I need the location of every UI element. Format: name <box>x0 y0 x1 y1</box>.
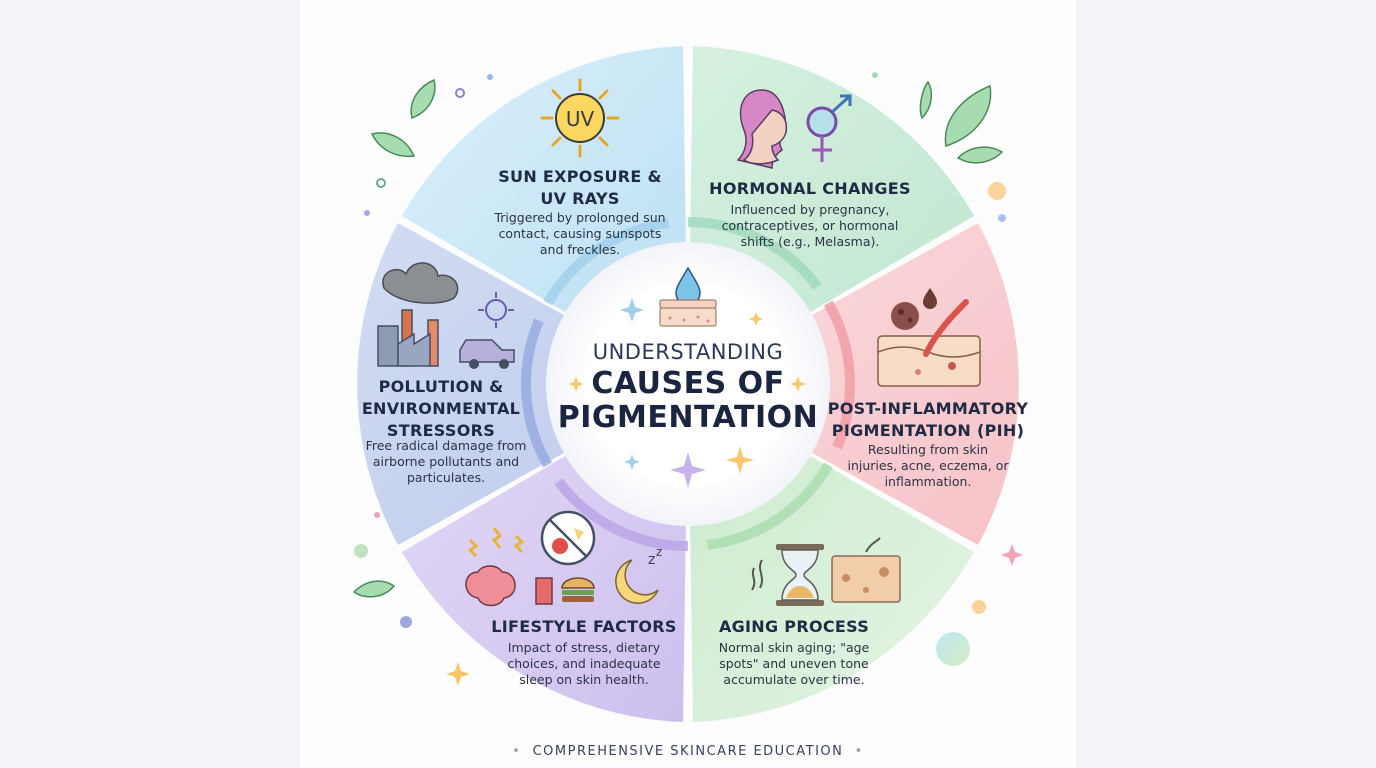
decor-dot <box>972 600 986 614</box>
left-margin <box>0 0 300 768</box>
footer-caption: • COMPREHENSIVE SKINCARE EDUCATION • <box>488 744 888 759</box>
desc-line: Resulting from skin <box>867 442 989 457</box>
desc-line: airborne pollutants and <box>372 454 520 469</box>
svg-text:z: z <box>648 552 655 568</box>
desc-line: contact, causing sunspots <box>498 226 662 241</box>
center-title-line2: CAUSES OF <box>591 366 785 401</box>
segment-desc-lifestyle: Impact of stress, dietary choices, and i… <box>474 640 694 688</box>
segment-title-pollution: POLLUTION & ENVIRONMENTAL STRESSORS <box>346 376 536 442</box>
decor-dot <box>455 88 465 98</box>
lifestyle-icon: z z <box>465 510 662 607</box>
decor-dot <box>988 182 1006 200</box>
desc-line: contraceptives, or hormonal <box>721 218 899 233</box>
footer-text: COMPREHENSIVE SKINCARE EDUCATION <box>532 744 844 759</box>
decor-dot <box>936 632 970 666</box>
desc-line: particulates. <box>406 470 486 485</box>
title-line: ENVIRONMENTAL <box>361 399 521 418</box>
center-title-line3: PIGMENTATION <box>557 400 819 435</box>
title-line: HORMONAL CHANGES <box>709 179 911 198</box>
title-line: STRESSORS <box>386 421 496 440</box>
decor-dot <box>400 616 412 628</box>
title-line: PIGMENTATION (PIH) <box>831 421 1025 440</box>
sparkle-icon <box>670 452 706 488</box>
skin-wound-icon <box>877 288 981 387</box>
segment-desc-pih: Resulting from skin injuries, acne, ecze… <box>818 442 1038 490</box>
decor-dot <box>872 72 878 78</box>
decor-dot <box>376 178 386 188</box>
desc-line: inflammation. <box>884 474 972 489</box>
title-line: SUN EXPOSURE & <box>498 167 662 186</box>
title-line: POST-INFLAMMATORY <box>827 399 1029 418</box>
decor-dot <box>354 544 368 558</box>
segment-title-aging: AGING PROCESS <box>704 616 884 638</box>
desc-line: Impact of stress, dietary <box>507 640 661 655</box>
desc-line: shifts (e.g., Melasma). <box>740 234 880 249</box>
decor-dot <box>487 74 493 80</box>
svg-text:z: z <box>656 545 662 559</box>
desc-line: Free radical damage from <box>365 438 527 453</box>
footer-dot: • <box>843 744 864 759</box>
sparkle-icon <box>620 298 644 470</box>
desc-line: Triggered by prolonged sun <box>494 210 666 225</box>
center-title-line1: UNDERSTANDING <box>592 340 784 364</box>
segment-desc-aging: Normal skin aging; "age spots" and uneve… <box>704 640 884 688</box>
skin-droplet-icon <box>659 266 717 327</box>
segment-desc-sun-exposure: Triggered by prolonged sun contact, caus… <box>470 210 690 258</box>
desc-line: Normal skin aging; "age <box>718 640 870 655</box>
segment-title-sun-exposure: SUN EXPOSURE & UV RAYS <box>470 166 690 210</box>
segment-title-hormonal: HORMONAL CHANGES <box>700 178 920 200</box>
desc-line: choices, and inadequate <box>507 656 661 671</box>
hourglass-skin-icon <box>751 537 901 606</box>
desc-line: and freckles. <box>539 242 621 257</box>
title-line: UV RAYS <box>540 189 620 208</box>
desc-line: accumulate over time. <box>723 672 865 687</box>
decor-dot <box>998 214 1006 222</box>
decor-dot <box>364 210 370 216</box>
center-disc <box>546 242 830 526</box>
title-line: AGING PROCESS <box>718 617 870 636</box>
woman-gender-icon <box>736 89 852 169</box>
segment-desc-hormonal: Influenced by pregnancy, contraceptives,… <box>700 202 920 250</box>
pollution-factory-icon <box>377 262 515 369</box>
title-line: POLLUTION & <box>378 377 504 396</box>
segment-desc-pollution: Free radical damage from airborne pollut… <box>346 438 546 486</box>
sparkle-icon <box>446 312 806 686</box>
sun-uv-icon: UV <box>540 78 620 158</box>
desc-line: spots" and uneven tone <box>719 656 869 671</box>
desc-line: Influenced by pregnancy, <box>730 202 890 217</box>
footer-dot: • <box>512 744 533 759</box>
decor-dot <box>374 512 380 518</box>
title-line: LIFESTYLE FACTORS <box>491 617 677 636</box>
desc-line: injuries, acne, eczema, or <box>847 458 1009 473</box>
leaf-icon <box>352 78 1004 598</box>
segment-title-pih: POST-INFLAMMATORY PIGMENTATION (PIH) <box>818 398 1038 442</box>
svg-text:UV: UV <box>566 107 595 131</box>
segment-title-lifestyle: LIFESTYLE FACTORS <box>474 616 694 638</box>
desc-line: sleep on skin health. <box>519 672 649 687</box>
sparkle-icon <box>1001 544 1023 566</box>
right-margin <box>1076 0 1376 768</box>
